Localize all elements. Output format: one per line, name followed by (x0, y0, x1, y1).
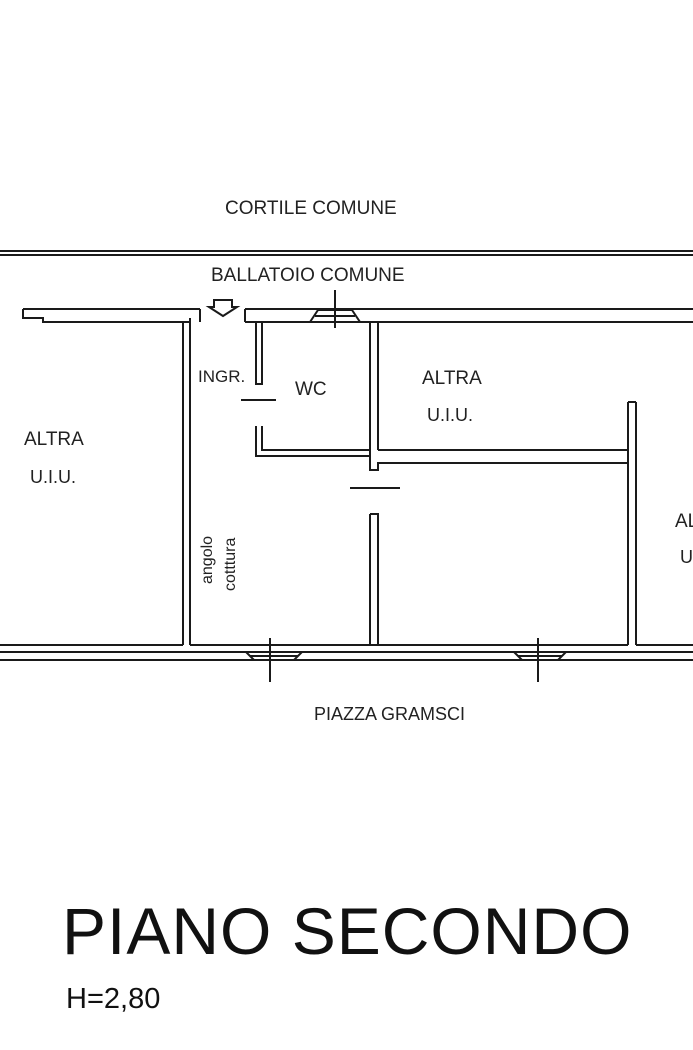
courtyard-label: CORTILE COMUNE (225, 198, 397, 219)
window-bottom-left (243, 638, 305, 682)
ceiling-height: H=2,80 (66, 983, 161, 1015)
right-unit-label-line2: U (680, 547, 693, 567)
left-unit-walls (0, 322, 191, 646)
entrance-label: INGR. (198, 367, 245, 386)
window-top (308, 290, 362, 328)
window-bottom-right (511, 638, 569, 682)
wc-label: WC (295, 379, 327, 400)
kitchenette-label-line1: angolo (199, 536, 216, 584)
right-unit-walls (627, 401, 693, 646)
entrance-arrow-icon (205, 299, 241, 318)
top-unit-label-line1: ALTRA (422, 368, 482, 389)
left-unit-label-line2: U.I.U. (30, 467, 76, 487)
kitchenette-label-line2: cotttura (222, 538, 239, 591)
right-unit-label-line1: AL (675, 511, 693, 532)
outer-wall-bottom (0, 651, 693, 661)
left-unit-label-line1: ALTRA (24, 429, 84, 450)
gallery-label: BALLATOIO COMUNE (211, 265, 405, 286)
top-unit-label-line2: U.I.U. (427, 405, 473, 425)
courtyard-boundary (0, 250, 693, 256)
square-label: PIAZZA GRAMSCI (314, 704, 465, 724)
floor-title: PIANO SECONDO (62, 894, 633, 968)
middle-walls (350, 449, 628, 646)
wc-walls (241, 322, 379, 457)
